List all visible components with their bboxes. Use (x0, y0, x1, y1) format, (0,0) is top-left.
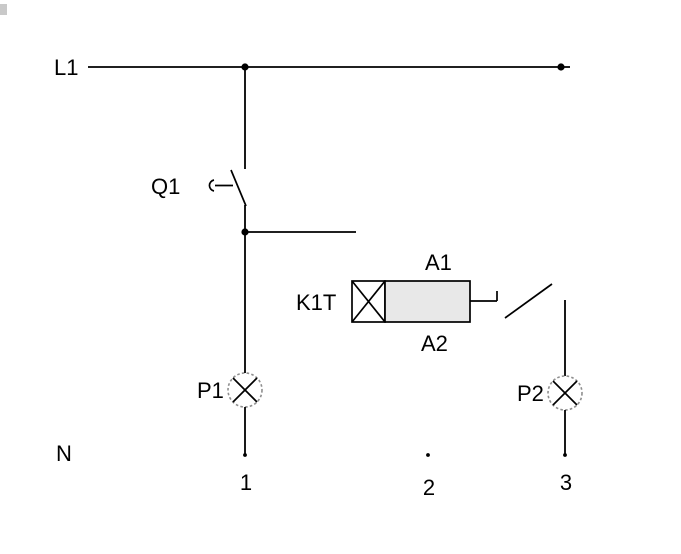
rail-l1-label: L1 (54, 55, 78, 80)
coil-body-box (384, 280, 471, 323)
terminal-1-mark[interactable] (243, 453, 247, 457)
terminal-1-label: 1 (240, 470, 252, 495)
terminal-3-label: 3 (560, 470, 572, 495)
lamp-x-stroke (232, 377, 258, 403)
junction-dot (557, 63, 565, 71)
terminal-2-label: 2 (423, 475, 435, 500)
neutral-n-label: N (56, 441, 72, 466)
nc-contact-symbol[interactable] (470, 283, 553, 319)
lamp-p2-symbol[interactable] (547, 375, 583, 411)
coil-terminal-a2-label: A2 (421, 331, 448, 356)
corner-artifact (0, 4, 7, 15)
power-rail-l1[interactable] (88, 63, 570, 71)
nc-contact-blade (504, 283, 553, 319)
lamp-x-stroke (552, 380, 578, 406)
breaker-q1-label: Q1 (151, 174, 180, 199)
lamp-p2-label: P2 (517, 381, 544, 406)
terminal-3-mark[interactable] (563, 453, 567, 457)
relay-k1t-label: K1T (296, 290, 336, 315)
terminal-2-mark[interactable] (426, 453, 430, 457)
lamp-p1-label: P1 (197, 378, 224, 403)
relay-coil-k1t-symbol[interactable] (351, 280, 471, 323)
coil-terminal-a1-label: A1 (425, 250, 452, 275)
breaker-actuator-hook (208, 179, 215, 192)
coil-x-diagonal (351, 280, 386, 323)
lamp-p1-symbol[interactable] (227, 372, 263, 408)
breaker-q1-symbol[interactable] (208, 169, 247, 207)
breaker-blade (230, 169, 247, 207)
